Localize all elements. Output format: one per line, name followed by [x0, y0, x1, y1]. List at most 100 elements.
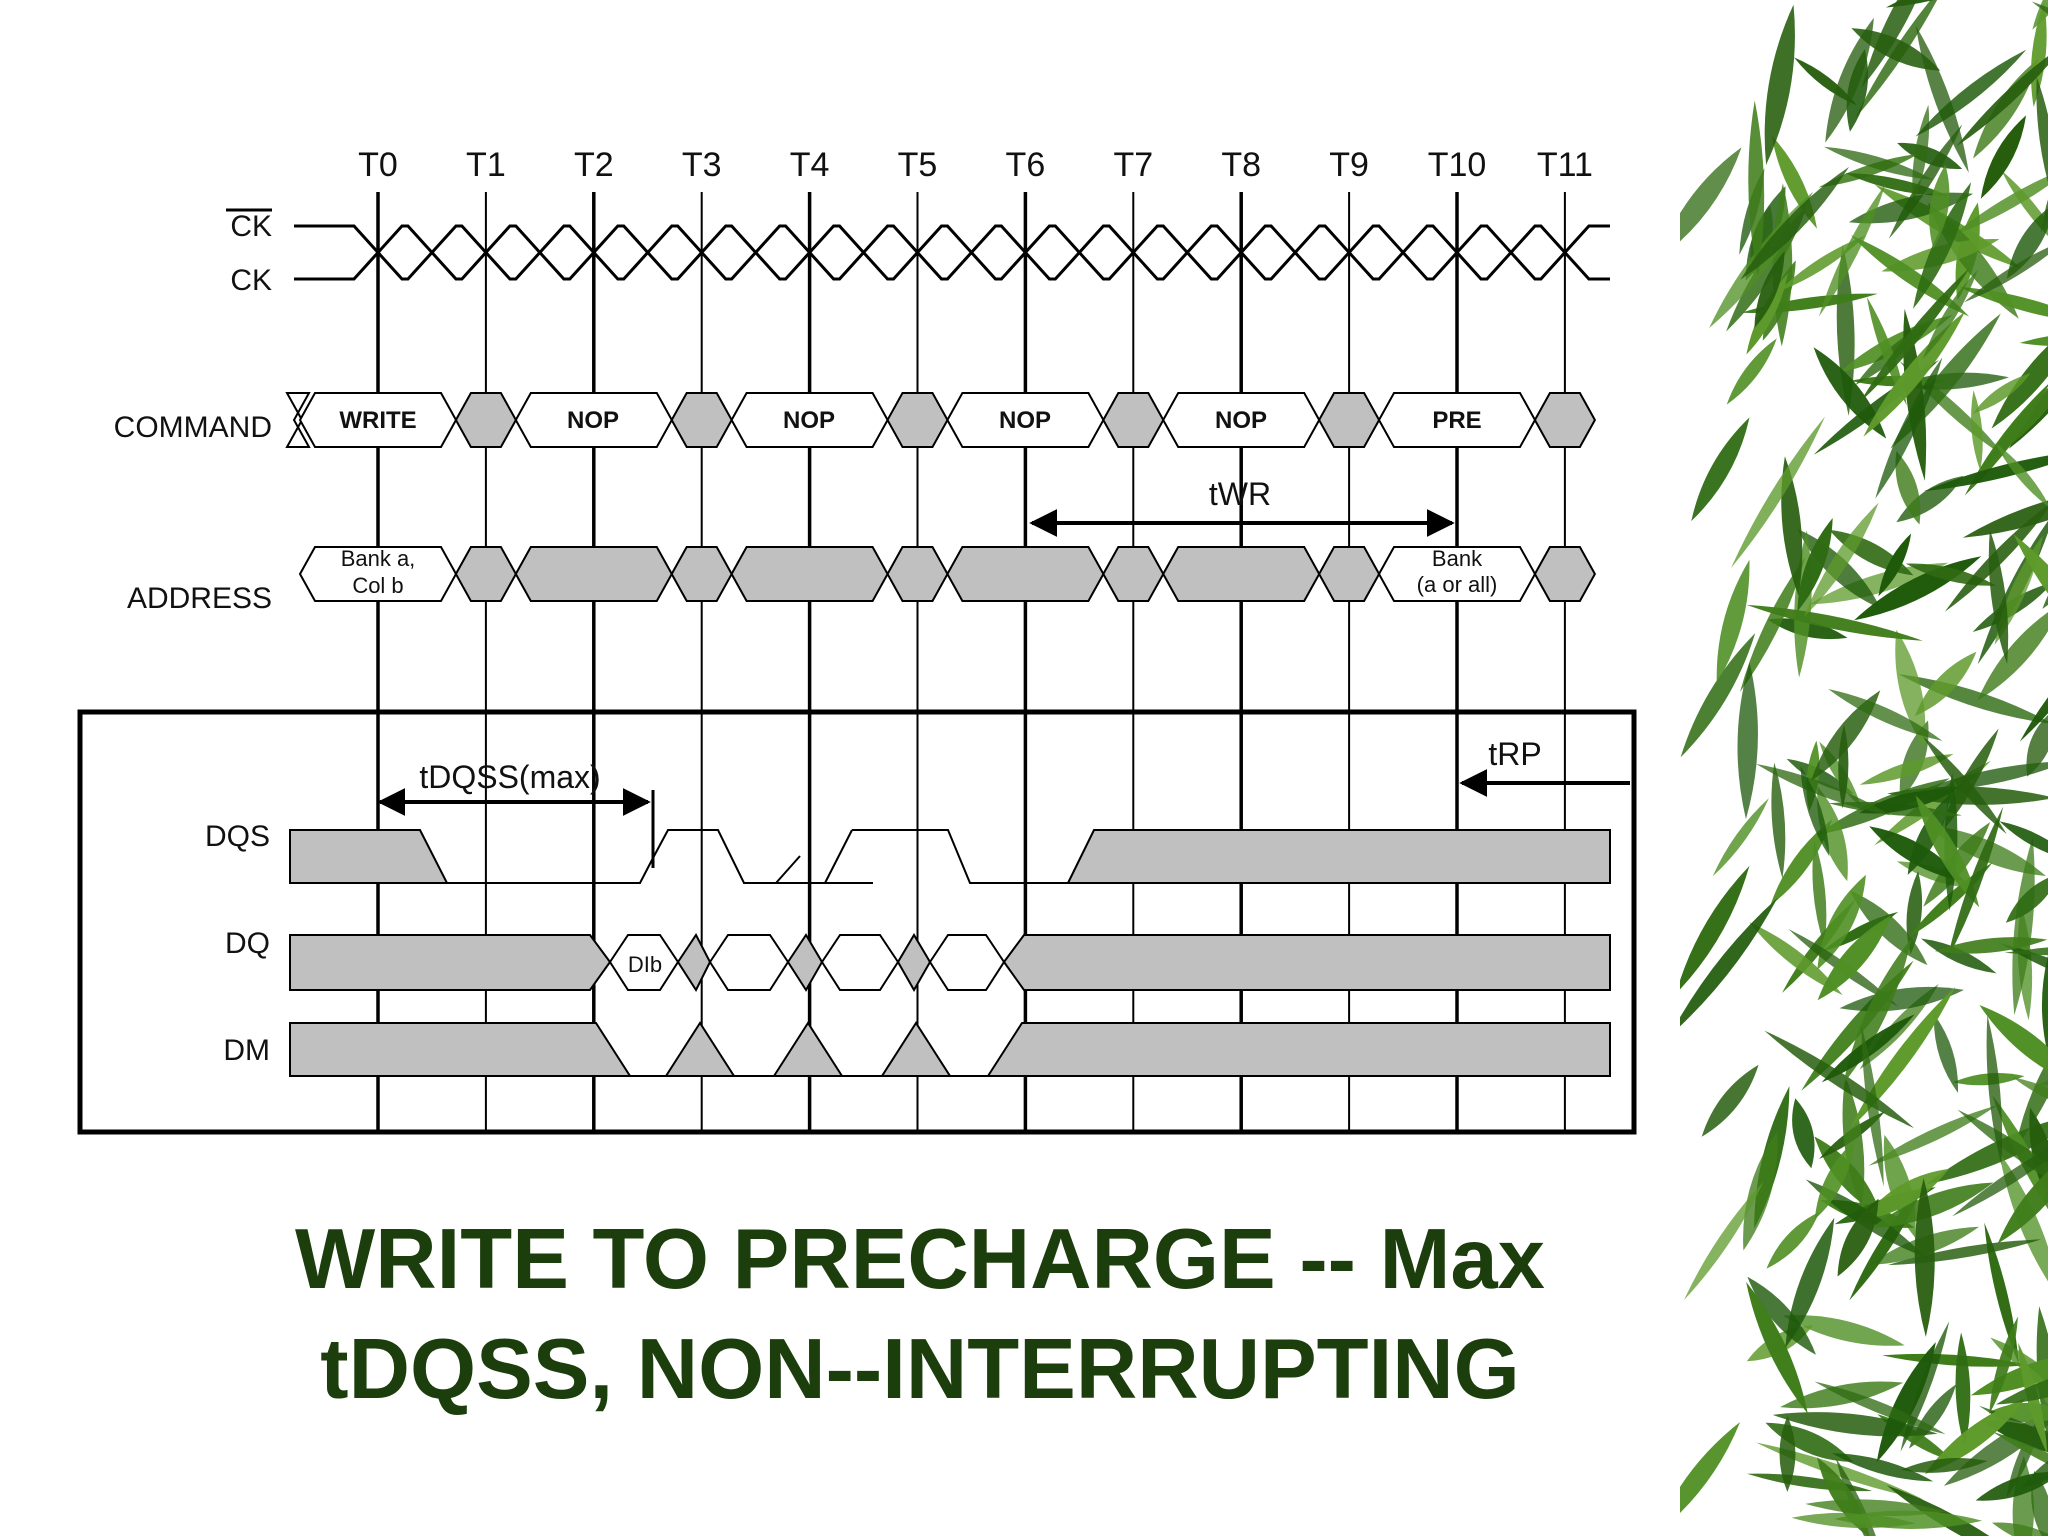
slide-title: WRITE TO PRECHARGE -- Max tDQSS, NON--IN… [60, 1205, 1780, 1425]
bamboo-leaf [1823, 146, 1934, 180]
dqs-shaded-end [1066, 829, 1611, 884]
bamboo-leaf [2006, 203, 2048, 279]
bamboo-leaf [1731, 416, 1825, 568]
bamboo-leaf [1901, 1457, 1988, 1473]
bamboo-leaf [1900, 1321, 1950, 1452]
dm-shaded-start [289, 1022, 632, 1077]
bamboo-leaf [1764, 4, 1795, 165]
bamboo-leaf [2036, 1306, 2048, 1473]
bamboo-leaf [1837, 1198, 1879, 1277]
bamboo-leaf [1804, 502, 1879, 617]
dm-pulse [880, 1021, 952, 1077]
bamboo-leaf [1987, 363, 2048, 463]
dm-pulse [772, 1021, 844, 1077]
bamboo-leaf [1979, 1005, 2048, 1089]
bamboo-leaf [1999, 1152, 2048, 1302]
bamboo-leaf [1680, 865, 1750, 994]
bamboo-leaf [1817, 874, 1866, 970]
bamboo-leaf [1947, 806, 2004, 959]
bamboo-leaf [1726, 338, 1777, 405]
bamboo-leaf [1875, 357, 1943, 499]
bamboo-leaf [1746, 1281, 1808, 1414]
dm-waveform [289, 1021, 1611, 1077]
signal-label-dqs: DQS [205, 820, 270, 853]
bamboo-leaf [1991, 317, 2048, 429]
address-bus-gap [1102, 546, 1165, 602]
bamboo-leaf [1859, 789, 1956, 814]
bamboo-leaf [1740, 166, 1850, 280]
dq-gap [786, 933, 824, 992]
bamboo-leaf [1801, 960, 1914, 1091]
bamboo-leaf [1746, 604, 1923, 641]
bamboo-leaf [1754, 251, 1785, 329]
bamboo-leaf [1897, 142, 1963, 169]
command-bus-gap [454, 392, 518, 448]
bamboo-leaf [1680, 897, 1778, 1037]
bamboo-leaf [1680, 147, 1742, 260]
address-bus-gap [886, 546, 949, 602]
bamboo-leaf [1934, 937, 2048, 954]
bamboo-leaf [1869, 826, 1965, 882]
signal-label-dm: DM [223, 1034, 270, 1067]
bamboo-leaf [1955, 1332, 1971, 1448]
command-cell-nop: NOP [783, 407, 835, 434]
bamboo-leaf [2004, 944, 2048, 956]
bamboo-leaf [1680, 1422, 1741, 1536]
time-label: T7 [1113, 146, 1153, 184]
dq-cell [928, 934, 1006, 991]
bamboo-leaf [1915, 795, 1980, 908]
bamboo-leaf [1866, 297, 1907, 406]
bamboo-leaf [2021, 1440, 2048, 1488]
address-bus-gap [670, 546, 733, 602]
bamboo-leaf [1766, 1211, 1820, 1269]
bamboo-leaf [1797, 518, 1833, 612]
bamboo-leaf [1895, 629, 1926, 749]
bamboo-leaf [1878, 533, 1912, 597]
bamboo-leaf [1813, 347, 1887, 439]
bamboo-leaf [1701, 1064, 1759, 1137]
bamboo-leaf [1691, 417, 1750, 522]
command-cell-nop: NOP [999, 407, 1051, 434]
address-bus-cell [730, 546, 889, 602]
bamboo-leaf [1838, 724, 1849, 809]
bamboo-leaf [1828, 689, 1943, 741]
time-label: T6 [1006, 146, 1046, 184]
bamboo-leaf [1997, 1144, 2048, 1244]
bamboo-leaf [1792, 1098, 1815, 1169]
bamboo-leaf [1818, 184, 1886, 317]
bamboo-leaf [1922, 269, 1978, 359]
bamboo-leaf [1785, 1217, 1835, 1349]
bamboo-leaf [1963, 239, 2048, 303]
bamboo-leaf [1770, 819, 1833, 906]
bamboo-leaf [1862, 1168, 1949, 1220]
signal-label-command: COMMAND [114, 411, 272, 444]
bamboo-leaf [1988, 529, 2009, 665]
signal-label-ck: CK [230, 264, 272, 297]
bamboo-leaf [1800, 766, 1830, 857]
dq-cell [708, 934, 790, 991]
bamboo-leaf [1746, 273, 1788, 355]
bamboo-leaf [1859, 268, 1970, 403]
bamboo-leaf [1952, 1131, 2048, 1217]
bamboo-leaf [1944, 500, 2048, 612]
address-bus-cell [1162, 546, 1321, 602]
bamboo-leaf [1895, 451, 1921, 525]
bamboo-leaf [1814, 1141, 1855, 1220]
bamboo-leaf [1933, 1014, 1958, 1093]
bamboo-leaf [1740, 557, 1806, 692]
bamboo-leaf [1771, 762, 1786, 879]
dm-pulse [664, 1021, 736, 1077]
trp-label: tRP [1488, 736, 1541, 772]
command-cell-pre: PRE [1432, 407, 1481, 434]
bamboo-leaf [1716, 559, 1750, 684]
bamboo-leaf [1876, 1341, 1936, 1463]
bamboo-leaf [1812, 840, 1827, 947]
bamboo-leaf [1777, 235, 1866, 292]
bamboo-leaf [1874, 760, 1991, 846]
bamboo-leaf [1999, 821, 2048, 862]
signal-label-dq: DQ [225, 927, 270, 960]
bamboo-leaf [1786, 758, 1854, 795]
bamboo-leaf [1906, 871, 1923, 955]
